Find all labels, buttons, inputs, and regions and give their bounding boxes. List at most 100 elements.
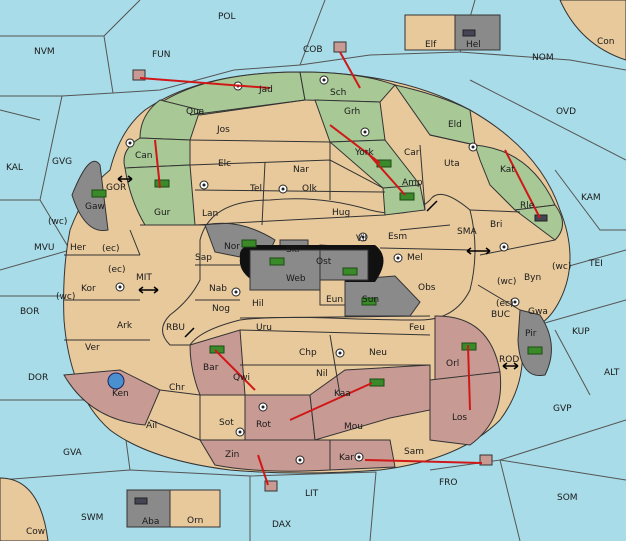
province-label: Ver xyxy=(85,343,100,353)
province-label: Rot xyxy=(256,420,271,430)
sea-label: SOM xyxy=(557,493,578,503)
province-label: Skr xyxy=(286,245,301,255)
land-labels: Jad Sch Qua Jos Grh Elf Hel Eld Can Elc … xyxy=(70,40,548,527)
sea-label: KUP xyxy=(572,327,590,337)
sea-label: KAL xyxy=(6,163,23,173)
province-label: York xyxy=(354,148,375,158)
coast-marker: (ec) xyxy=(108,265,126,275)
order-arrows xyxy=(139,51,541,486)
province-bar[interactable] xyxy=(189,329,246,396)
province-kat[interactable] xyxy=(474,144,556,211)
province-label: Feu xyxy=(409,323,425,333)
coast-marker: (wc) xyxy=(552,262,571,272)
province-label: Nor xyxy=(224,242,240,252)
sea-label: SWM xyxy=(81,513,103,523)
province-label: Hel xyxy=(466,40,481,50)
province-label: Ark xyxy=(117,321,133,331)
province-label: Kaa xyxy=(334,389,351,399)
province-label: Mel xyxy=(407,253,423,263)
province-label: Eld xyxy=(448,120,462,130)
sea-label: Con xyxy=(597,37,615,47)
coast-marker: (ec) xyxy=(496,299,514,309)
sea-label: Cow xyxy=(26,527,45,537)
province-label: Web xyxy=(286,274,306,284)
province-label: Pir xyxy=(525,329,537,339)
sea-label: FRO xyxy=(439,478,458,488)
province-ken[interactable] xyxy=(63,369,161,426)
sea-label: GVG xyxy=(52,157,72,167)
sea-label: OVD xyxy=(556,107,576,117)
province-label: Los xyxy=(452,413,467,423)
province-label: Neu xyxy=(369,348,387,358)
province-label: Sot xyxy=(219,418,234,428)
province-label: Car xyxy=(404,148,420,158)
province-elf[interactable] xyxy=(404,14,456,51)
province-label: Ail xyxy=(146,421,157,431)
province-label: Amp xyxy=(402,178,423,188)
sea-label: TEI xyxy=(588,259,603,269)
province-eld[interactable] xyxy=(393,84,476,146)
coast-marker: (ec) xyxy=(102,244,120,254)
province-label: Hil xyxy=(252,299,264,309)
province-label: Chp xyxy=(299,348,317,358)
province-orn[interactable] xyxy=(169,489,221,528)
units xyxy=(91,29,548,505)
province-label: Kor xyxy=(81,284,96,294)
province-label: Olk xyxy=(302,184,318,194)
province-label: Lan xyxy=(202,209,218,219)
province-label: Vil xyxy=(356,234,367,244)
sea-label: SMA xyxy=(457,227,477,237)
province-label: Gur xyxy=(154,208,171,218)
province-label: Grh xyxy=(344,107,360,117)
province-label: Jad xyxy=(258,85,273,95)
province-los[interactable] xyxy=(429,371,502,446)
sea-label: FUN xyxy=(152,50,171,60)
province-label: Can xyxy=(135,151,153,161)
sea-label: DOR xyxy=(28,373,48,383)
province-pir[interactable] xyxy=(517,309,552,377)
sea-label: ROD xyxy=(499,355,519,365)
province-rle[interactable] xyxy=(513,204,563,241)
province-label: Elf xyxy=(425,40,437,50)
province-label: Orn xyxy=(187,516,203,526)
sea-label: BUC xyxy=(491,310,510,320)
province-label: Qwi xyxy=(233,373,250,383)
sea-label: GVA xyxy=(63,448,83,458)
sea-label: GVP xyxy=(553,404,572,414)
sea-labels: POL NVM FUN COB NOM Con OVD KAL GVG GOR … xyxy=(6,12,620,537)
sea-label: LIT xyxy=(305,489,319,499)
province-label: Byn xyxy=(524,273,541,283)
province-label: Gaw xyxy=(85,202,105,212)
sea-label: NVM xyxy=(34,47,55,57)
province-label: Nar xyxy=(293,165,309,175)
province-label: Esm xyxy=(388,232,407,242)
province-label: Jos xyxy=(216,125,230,135)
province-web-core[interactable] xyxy=(249,249,321,291)
province-label: Obs xyxy=(418,283,436,293)
sea-label: GOR xyxy=(106,183,126,193)
coast-marker: (wc) xyxy=(48,217,67,227)
province-label: Hug xyxy=(332,208,350,218)
sea-label: KAM xyxy=(581,193,601,203)
province-label: Bar xyxy=(203,363,219,373)
province-label: Aba xyxy=(142,517,159,527)
province-label: Ken xyxy=(112,389,129,399)
province-label: Nil xyxy=(316,369,328,379)
province-label: Sap xyxy=(195,253,212,263)
province-label: Uta xyxy=(444,159,460,169)
province-label: Uru xyxy=(256,323,272,333)
province-label: Gwa xyxy=(528,307,548,317)
province-label: Bri xyxy=(490,220,502,230)
sea-label: NOM xyxy=(532,53,554,63)
province-eun[interactable] xyxy=(319,279,346,306)
province-rot[interactable] xyxy=(244,394,316,441)
province-label: Mou xyxy=(344,422,363,432)
sea-label: POL xyxy=(218,12,236,22)
province-label: Chr xyxy=(169,383,185,393)
province-label: Zin xyxy=(225,450,239,460)
province-sun[interactable] xyxy=(344,275,421,317)
province-label: Tel xyxy=(249,184,262,194)
province-label: Sam xyxy=(404,447,424,457)
coast-marker: (wc) xyxy=(497,277,516,287)
